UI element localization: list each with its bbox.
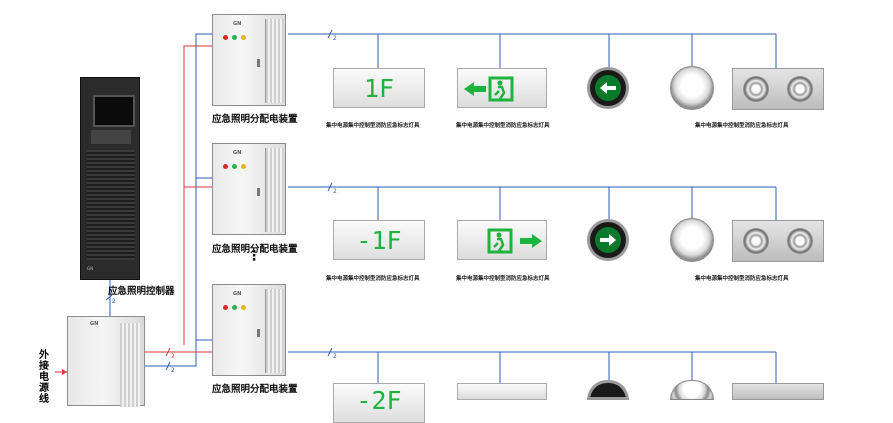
wire-mark-top: 2 xyxy=(333,35,337,42)
wire-mark-mid: 2 xyxy=(333,188,337,195)
supply-door xyxy=(120,323,140,407)
controller-vent xyxy=(87,150,135,260)
lamp-caption-1: 集中电源集中控制型消防应急标志灯具 xyxy=(695,123,789,129)
panel-lock xyxy=(257,59,260,67)
control-bus-lines xyxy=(109,33,777,383)
wire-mark-controller: 2 xyxy=(112,298,116,305)
distribution-label-1: 应急照明分配电装置 xyxy=(212,114,298,125)
floor-sign-2: -1F xyxy=(333,220,425,260)
exit-sign-right xyxy=(457,220,547,260)
wiring-diagram: 2 2 2 2 2 2 xyxy=(55,29,777,383)
floor-sign-1: 1F xyxy=(333,68,425,108)
exit-right-icon xyxy=(487,228,542,254)
lamp-caption-2: 集中电源集中控制型消防应急标志灯具 xyxy=(695,276,789,282)
indicator-yellow xyxy=(241,164,246,169)
exit-left-icon xyxy=(464,76,514,102)
exit-sign-right-3 xyxy=(457,383,547,400)
wire-count-markers xyxy=(105,29,333,371)
distribution-panel-3: GN xyxy=(212,284,286,376)
controller-label: 应急照明控制器 xyxy=(108,286,175,297)
indicator-red xyxy=(223,164,228,169)
round-emergency-light-2 xyxy=(670,218,714,262)
arrow-left-icon xyxy=(595,75,621,101)
twin-head-lamp-3 xyxy=(732,383,824,400)
distribution-label-2: 应急照明分配电装置 xyxy=(212,244,298,255)
external-power-arrow xyxy=(62,369,67,375)
indicator-yellow xyxy=(241,305,246,310)
lamp-head-left xyxy=(743,76,769,102)
panel-lock xyxy=(257,329,260,337)
panel-door xyxy=(265,19,284,103)
emergency-lighting-controller: GN xyxy=(80,77,140,280)
indicator-green xyxy=(232,305,237,310)
indicator-red xyxy=(223,35,228,40)
panel-brand: GN xyxy=(233,21,242,27)
lamp-head-right xyxy=(787,228,813,254)
controller-brand: GN xyxy=(87,266,94,271)
twin-head-lamp-1 xyxy=(732,68,824,110)
sign-caption-2b: 集中电源集中控制型消防应急标志灯具 xyxy=(456,276,550,282)
panel-lock xyxy=(257,188,260,196)
distribution-label-3: 应急照明分配电装置 xyxy=(212,384,298,395)
more-panels-ellipsis: ⋮ xyxy=(247,248,261,264)
lamp-head-left xyxy=(743,228,769,254)
floor-sign-3: -2F xyxy=(333,383,425,423)
supply-brand: GN xyxy=(90,321,99,327)
round-emergency-light-1 xyxy=(670,66,714,110)
wire-mark-feed: 2 xyxy=(171,353,175,360)
round-arrow-sign-1 xyxy=(587,67,629,109)
sign-caption-1b: 集中电源集中控制型消防应急标志灯具 xyxy=(456,123,550,129)
twin-head-lamp-2 xyxy=(732,220,824,262)
power-feed-lines xyxy=(55,45,212,373)
indicator-red xyxy=(223,305,228,310)
indicator-green xyxy=(232,35,237,40)
lamp-head-right xyxy=(787,76,813,102)
wire-mark-bottom: 2 xyxy=(333,353,337,360)
panel-brand: GN xyxy=(233,291,242,297)
exit-sign-left xyxy=(457,68,547,108)
distribution-panel-1: GN xyxy=(212,14,286,106)
distribution-panel-2: GN xyxy=(212,143,286,235)
panel-door xyxy=(265,289,284,373)
panel-door xyxy=(265,148,284,232)
panel-brand: GN xyxy=(233,150,242,156)
central-power-supply: GN xyxy=(67,316,145,407)
round-arrow-sign-2 xyxy=(587,219,629,261)
external-power-label: 外接电源线 xyxy=(39,350,49,405)
arrow-right-icon xyxy=(595,227,621,253)
indicator-yellow xyxy=(241,35,246,40)
sign-caption-2: 集中电源集中控制型消防应急标志灯具 xyxy=(326,276,420,282)
indicator-green xyxy=(232,164,237,169)
sign-caption-1: 集中电源集中控制型消防应急标志灯具 xyxy=(326,123,420,129)
controller-keypad xyxy=(91,130,131,144)
wire-mark-ctrl: 2 xyxy=(171,367,175,374)
controller-screen xyxy=(93,95,135,127)
